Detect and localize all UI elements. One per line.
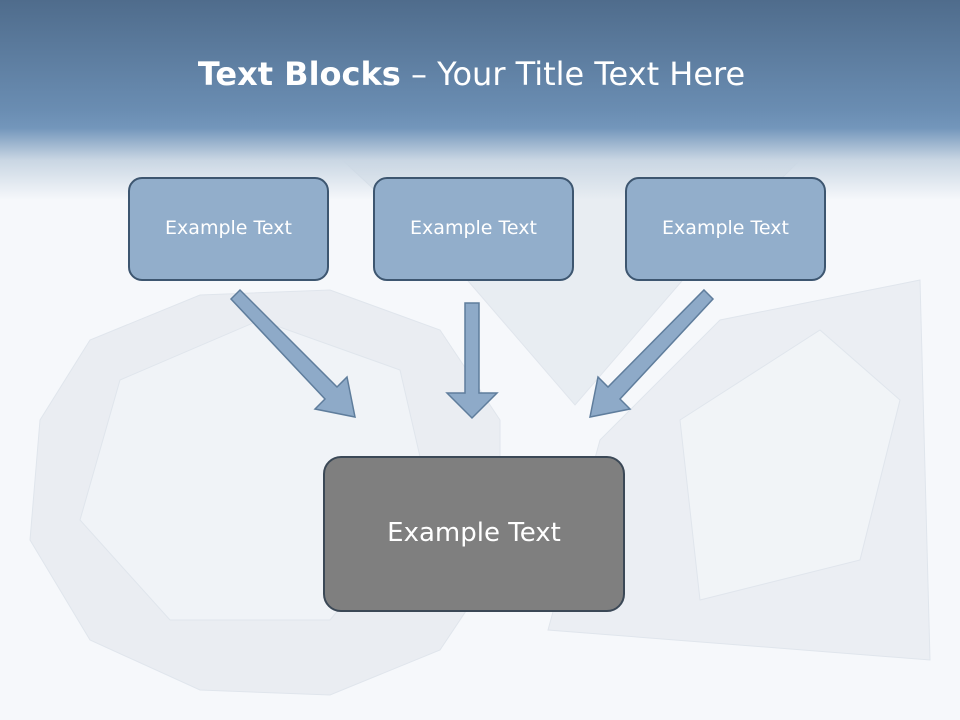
header-band <box>0 0 960 200</box>
title-rest: – Your Title Text Here <box>400 55 746 93</box>
text-block-2[interactable]: Example Text <box>373 177 574 281</box>
slide-title: Text Blocks – Your Title Text Here <box>0 55 943 93</box>
arrow-down <box>445 302 499 420</box>
title-bold: Text Blocks <box>197 55 401 93</box>
arrow-down-right <box>229 288 356 418</box>
center-text-block[interactable]: Example Text <box>323 456 625 612</box>
text-block-3[interactable]: Example Text <box>625 177 826 281</box>
arrow-down-left <box>589 288 715 418</box>
text-block-1[interactable]: Example Text <box>128 177 329 281</box>
